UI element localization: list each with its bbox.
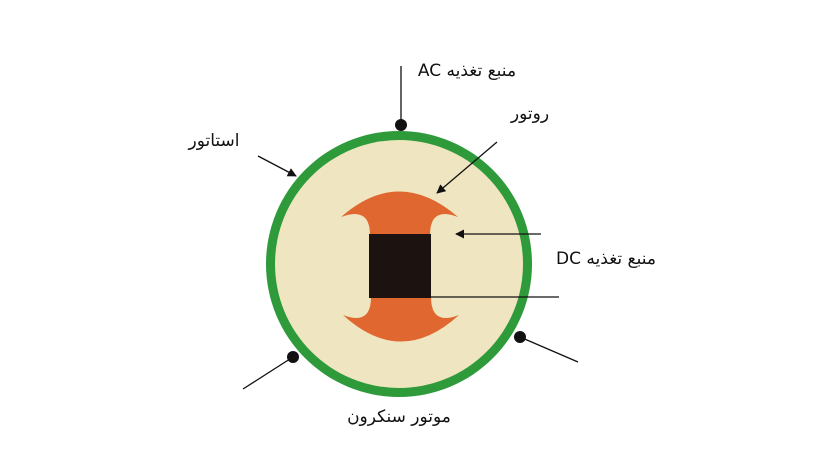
right-lead (519, 336, 579, 363)
dc-supply-label: منبع تغذیه DC (556, 249, 656, 269)
rotor-label: روتور (510, 104, 549, 124)
ac-terminal-dot (395, 119, 407, 131)
diagram-caption: موتور سنکرون (347, 407, 451, 427)
ac-supply-label: منبع تغذیه AC (418, 61, 516, 81)
rotor-pole-top (341, 191, 458, 235)
rotor-pointer-arrow (436, 141, 498, 194)
stator-label: استاتور (188, 131, 240, 151)
rotor-core (369, 234, 431, 298)
rotor-pole-bottom (343, 297, 459, 342)
stator-pointer-arrow (257, 155, 297, 177)
lower-left-lead (242, 356, 294, 390)
